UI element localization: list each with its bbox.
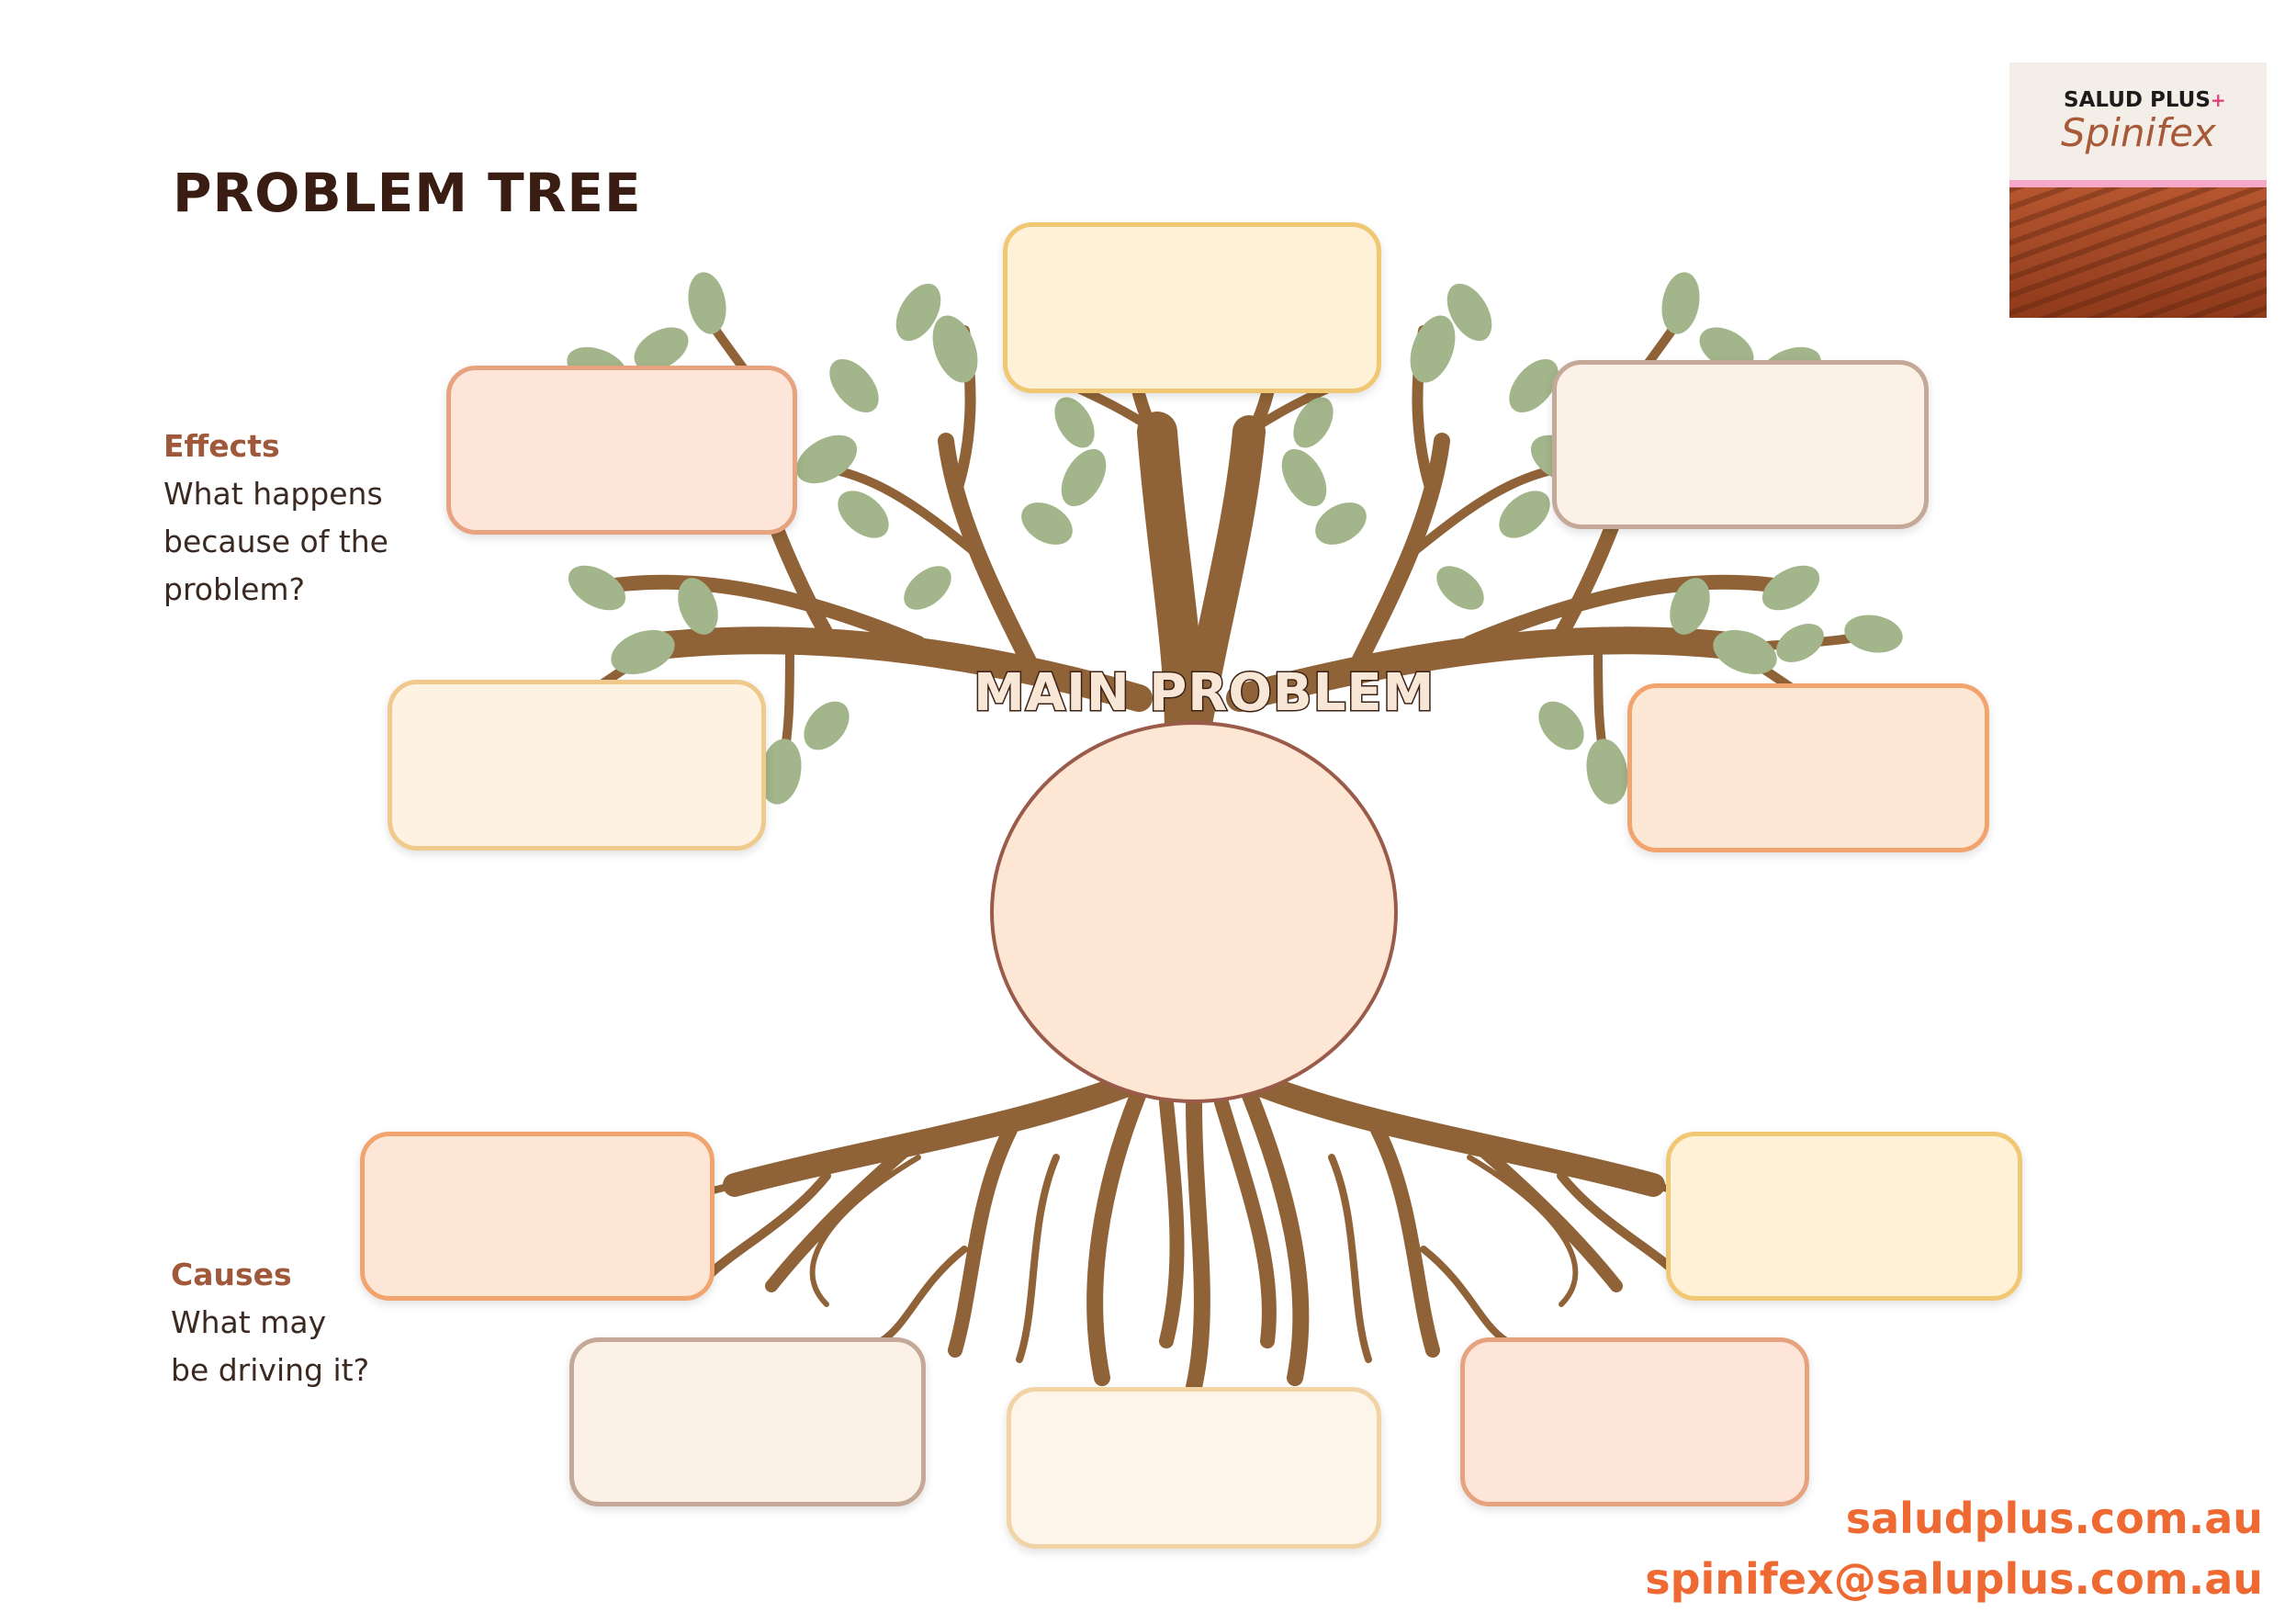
effects-line: problem? [163,571,306,607]
tree-roots [639,1072,1749,1395]
effect-box-5[interactable] [1627,683,1989,852]
effects-description: Effects What happens because of the prob… [163,423,388,614]
causes-line: What may [171,1304,327,1340]
effect-box-3[interactable] [1552,360,1929,529]
effect-box-2[interactable] [446,366,797,535]
causes-description: Causes What may be driving it? [171,1251,369,1394]
causes-heading: Causes [171,1257,292,1292]
effects-heading: Effects [163,428,280,464]
logo-line1: SALUD PLUS+ [2064,88,2226,112]
effects-line: What happens [163,476,383,512]
logo-sand-image [2009,187,2267,318]
logo-stripe [2009,180,2267,187]
cause-box-4[interactable] [1007,1387,1381,1549]
logo-plus: + [2210,89,2226,111]
effect-box-1[interactable] [1003,222,1381,393]
cause-box-3[interactable] [569,1337,926,1506]
footer-website[interactable]: saludplus.com.au [1845,1494,2263,1543]
effect-box-4[interactable] [388,680,766,851]
causes-line: be driving it? [171,1352,370,1388]
cause-box-1[interactable] [360,1132,715,1301]
footer-email[interactable]: spinifex@saluplus.com.au [1645,1554,2263,1604]
cause-box-5[interactable] [1460,1337,1809,1506]
brand-logo: SALUD PLUS+ Spinifex [2009,62,2267,318]
effects-line: because of the [163,524,388,559]
main-problem-circle[interactable] [990,721,1398,1103]
page-title: PROBLEM TREE [173,162,642,224]
main-problem-label: MAIN PROBLEM [972,662,1435,725]
cause-box-2[interactable] [1666,1132,2022,1301]
logo-line2: Spinifex [2061,110,2216,155]
logo-header [2009,62,2267,180]
